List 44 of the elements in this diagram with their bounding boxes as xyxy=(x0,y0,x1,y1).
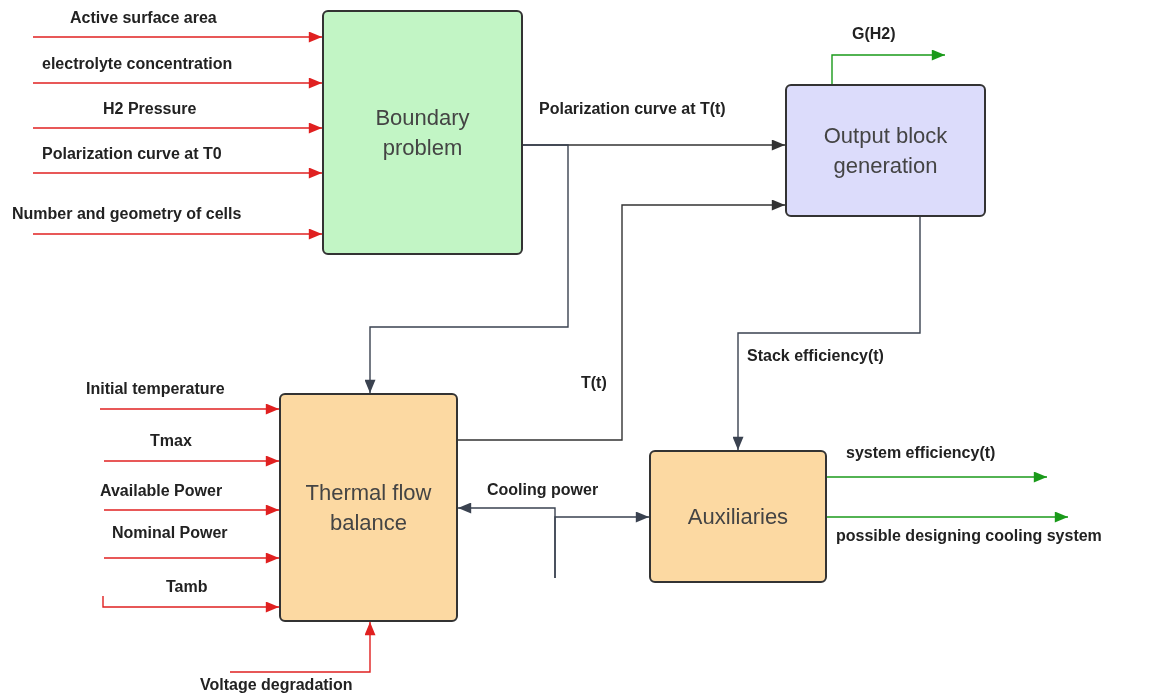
arrow xyxy=(102,595,280,613)
edge-label: H2 Pressure xyxy=(103,100,197,119)
arrow xyxy=(457,199,786,441)
arrow xyxy=(732,216,921,451)
box-label: Auxiliaries xyxy=(686,502,790,531)
edge-label: Stack efficiency(t) xyxy=(747,347,884,366)
edge-label: Polarization curve at T(t) xyxy=(539,100,726,119)
edge-label: Available Power xyxy=(100,482,223,501)
arrow xyxy=(826,511,1069,523)
edge-label: G(H2) xyxy=(852,25,896,44)
edge-label: Number and geometry of cells xyxy=(12,205,242,224)
process-box xyxy=(279,393,458,622)
arrow xyxy=(103,455,280,467)
edge-label: Nominal Power xyxy=(112,524,228,543)
edge-label: Cooling power xyxy=(487,481,599,500)
box-label: Output block generation xyxy=(822,121,949,180)
box-label: Thermal flow balance xyxy=(304,478,433,537)
arrow xyxy=(32,31,323,43)
edge-label: T(t) xyxy=(581,374,607,393)
arrow xyxy=(32,122,323,134)
edge-label: Initial temperature xyxy=(86,380,225,399)
arrow xyxy=(32,167,323,179)
arrow xyxy=(99,403,280,415)
process-box xyxy=(785,84,986,217)
edge-label: Polarization curve at T0 xyxy=(42,145,222,164)
edge-label: Voltage degradation xyxy=(200,676,353,695)
arrow xyxy=(831,49,946,85)
box-label: Boundary problem xyxy=(374,103,471,162)
edge-label: electrolyte concentration xyxy=(42,55,233,74)
process-box xyxy=(649,450,827,583)
edge-label: Active surface area xyxy=(70,9,217,28)
arrow xyxy=(364,144,569,394)
edge-label: system efficiency(t) xyxy=(846,444,996,463)
arrow xyxy=(32,228,323,240)
process-box xyxy=(322,10,523,255)
edge-label: Tmax xyxy=(150,432,192,451)
edge-label: Tamb xyxy=(166,578,208,597)
arrow xyxy=(554,511,650,579)
arrow xyxy=(103,552,280,564)
arrow xyxy=(103,504,280,516)
edge-label: possible designing cooling system xyxy=(836,527,1102,546)
arrow xyxy=(826,471,1048,483)
arrow xyxy=(229,621,376,673)
arrow xyxy=(32,77,323,89)
